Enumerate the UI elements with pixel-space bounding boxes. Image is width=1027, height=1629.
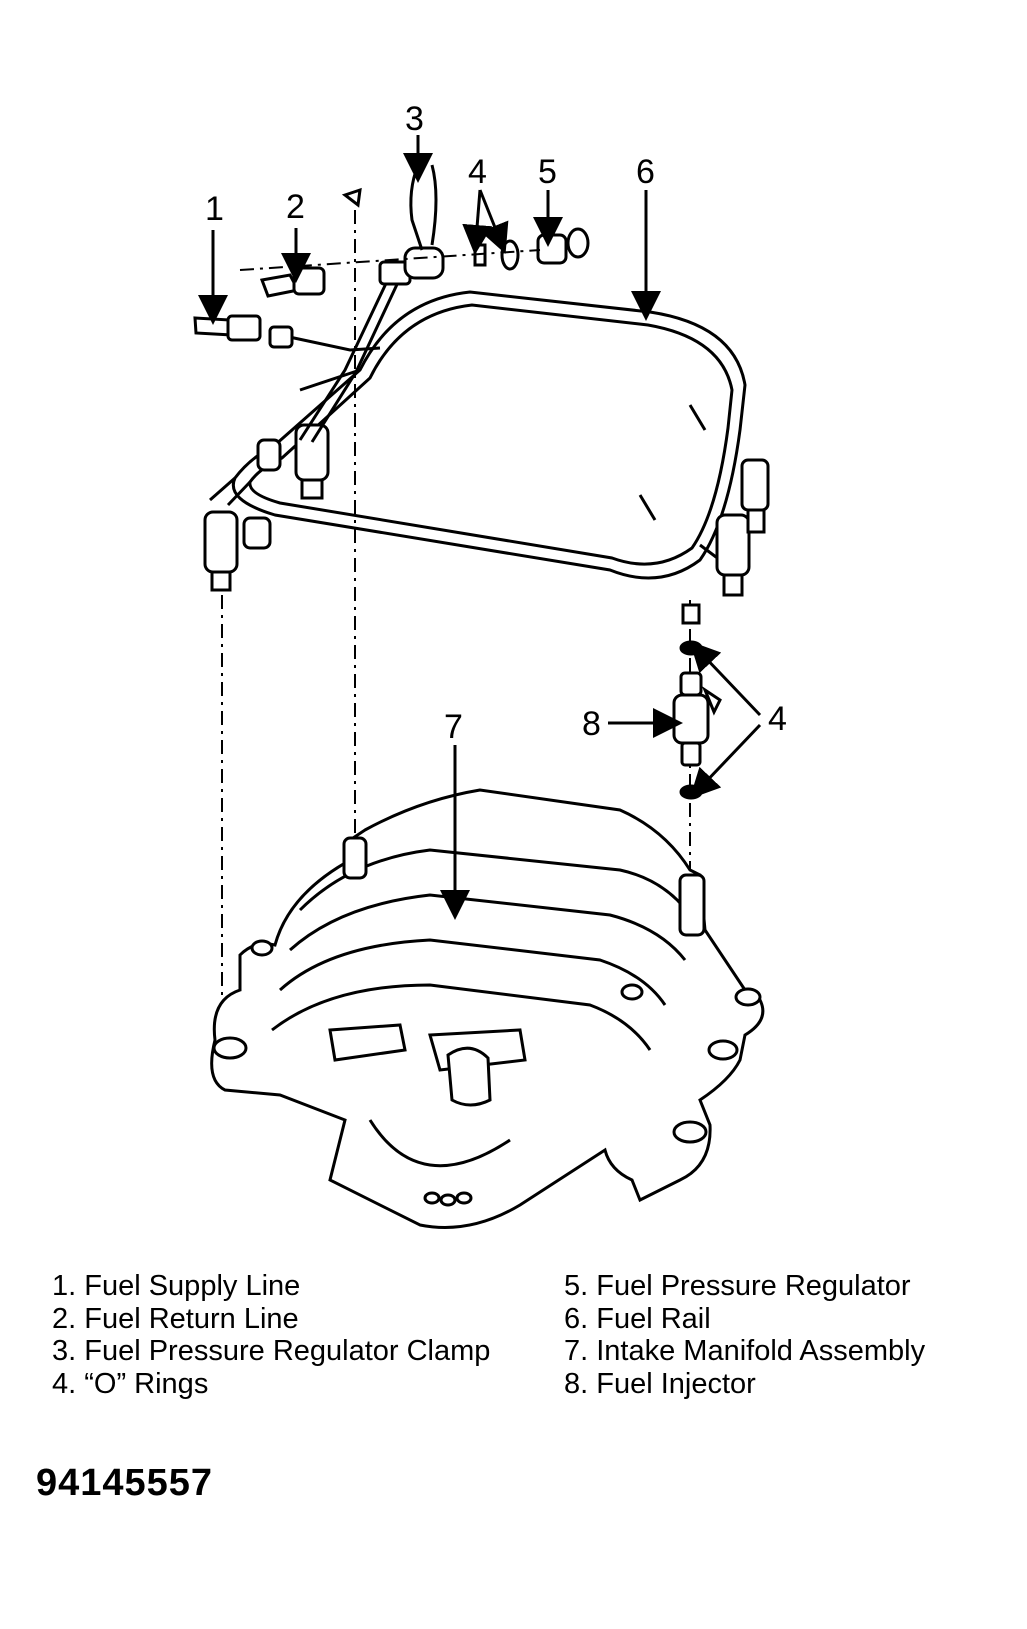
legend-item: 4. “O” Rings xyxy=(52,1367,209,1400)
legend-item: 2. Fuel Return Line xyxy=(52,1302,299,1335)
fuel-lines xyxy=(193,164,590,443)
legend-left-column: 1. Fuel Supply Line 2. Fuel Return Line … xyxy=(52,1270,490,1400)
callout-7: 7 xyxy=(444,708,463,746)
fuel-injectors xyxy=(203,423,770,597)
fuel-system-exploded-diagram: 1 2 3 4 5 6 7 8 4 xyxy=(193,100,787,1229)
callout-arrows xyxy=(198,135,762,920)
callout-4-top: 4 xyxy=(468,153,487,191)
legend-item: 6. Fuel Rail xyxy=(564,1302,711,1335)
legend-item: 1. Fuel Supply Line xyxy=(52,1270,301,1302)
figure-id: 94145557 xyxy=(36,1462,214,1504)
intake-manifold xyxy=(210,788,765,1229)
callout-8: 8 xyxy=(582,705,601,743)
callout-1: 1 xyxy=(205,190,224,228)
legend-item: 5. Fuel Pressure Regulator xyxy=(564,1270,911,1302)
callout-6: 6 xyxy=(636,153,655,191)
callout-3: 3 xyxy=(405,100,424,138)
callout-5: 5 xyxy=(538,153,557,191)
callout-2: 2 xyxy=(286,188,305,226)
legend-right-column: 5. Fuel Pressure Regulator 6. Fuel Rail … xyxy=(564,1270,925,1400)
loose-injector-and-o-rings xyxy=(672,603,722,800)
legend-item: 8. Fuel Injector xyxy=(564,1367,756,1400)
callout-4-bottom: 4 xyxy=(768,700,787,738)
legend-item: 3. Fuel Pressure Regulator Clamp xyxy=(52,1335,491,1367)
legend-item: 7. Intake Manifold Assembly xyxy=(564,1335,926,1367)
